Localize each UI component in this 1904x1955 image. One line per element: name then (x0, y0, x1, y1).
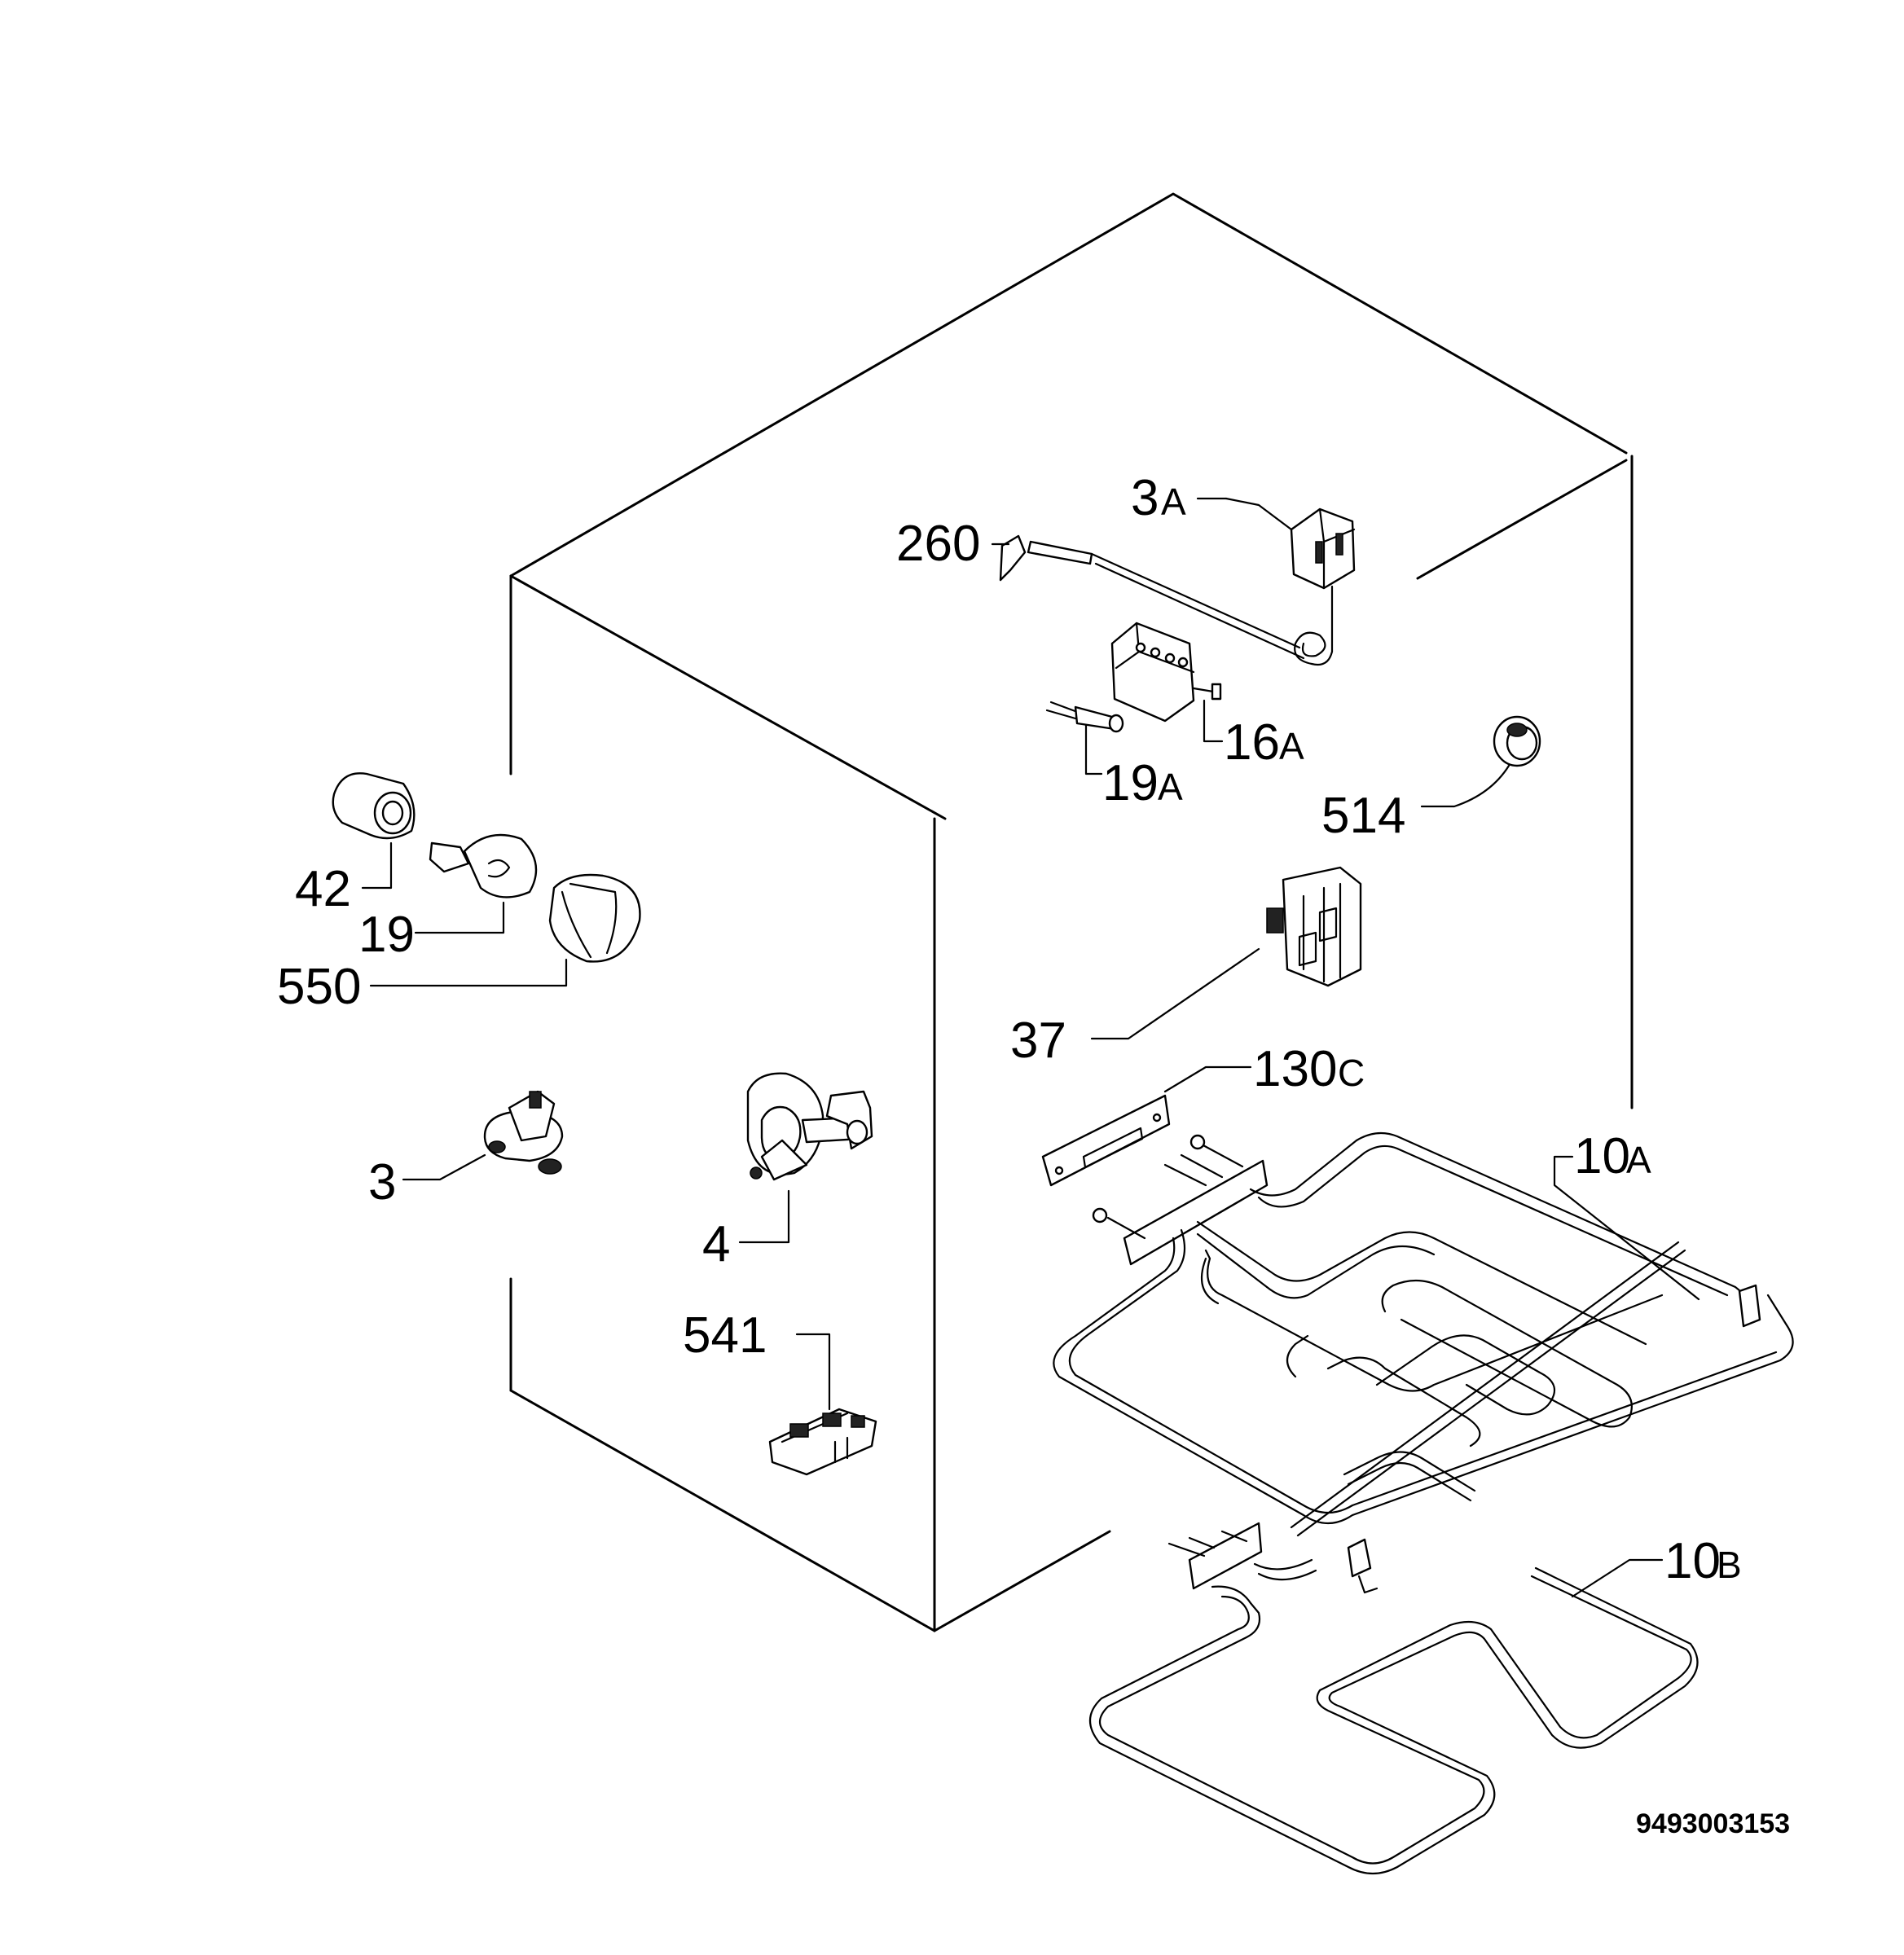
leader-550 (369, 958, 568, 987)
part-42-lamp-holder (332, 772, 416, 840)
cabinet-outline (509, 192, 1634, 1632)
leader-3 (402, 1153, 486, 1181)
label-3a-suffix: A (1161, 481, 1186, 523)
part-514-grommet (1493, 715, 1541, 767)
leader-4 (738, 1189, 790, 1244)
leader-19 (414, 901, 505, 934)
leader-19a (1084, 723, 1103, 775)
label-42: 42 (295, 861, 351, 917)
label-3: 3 (368, 1154, 396, 1210)
label-260: 260 (896, 516, 980, 572)
part-19a-indicator-lamp (1045, 701, 1124, 733)
part-37-terminal-block (1266, 866, 1362, 987)
label-37: 37 (1010, 1013, 1066, 1069)
label-130c-suffix: C (1338, 1052, 1365, 1094)
leader-10b (1571, 1558, 1664, 1598)
label-10b-suffix: B (1717, 1544, 1742, 1586)
part-19-lamp-bulb (429, 833, 538, 898)
label-541: 541 (683, 1307, 767, 1364)
label-10a-number: 10 (1574, 1128, 1630, 1184)
part-4-fan-motor (746, 1072, 873, 1181)
part-260-probe (999, 534, 1093, 582)
leader-541 (795, 1333, 831, 1411)
label-130c-number: 130 (1253, 1041, 1337, 1097)
leader-130c (1163, 1065, 1252, 1093)
label-10b-number: 10 (1664, 1533, 1721, 1589)
label-19: 19 (358, 907, 415, 963)
label-10a-suffix: A (1626, 1139, 1651, 1181)
leader-16a (1203, 699, 1224, 743)
label-4: 4 (702, 1216, 730, 1272)
leader-37 (1090, 947, 1260, 1040)
leader-10a (1553, 1155, 1700, 1301)
part-541-bracket (768, 1408, 877, 1476)
part-3-safety-thermostat (483, 1090, 564, 1175)
part-3a-thermostat (1090, 507, 1356, 666)
leader-514 (1420, 764, 1510, 808)
label-19a-number: 19 (1102, 755, 1159, 811)
part-550-lamp-cover (548, 873, 641, 963)
part-16a-switch (1110, 622, 1222, 723)
leader-42 (361, 841, 393, 890)
drawing-number: 9493003153 (1636, 1808, 1790, 1839)
part-10b-bottom-element (1088, 1522, 1699, 1875)
label-16a-number: 16 (1224, 714, 1280, 771)
leader-3a-angle (1225, 497, 1293, 531)
part-130c-plate (1041, 1094, 1171, 1187)
label-3a-number: 3 (1131, 470, 1159, 526)
part-10a-grill-element (1053, 1131, 1794, 1594)
label-514: 514 (1321, 788, 1405, 844)
label-16a-suffix: A (1279, 725, 1304, 767)
label-550: 550 (277, 959, 361, 1015)
label-19a-suffix: A (1158, 766, 1183, 808)
